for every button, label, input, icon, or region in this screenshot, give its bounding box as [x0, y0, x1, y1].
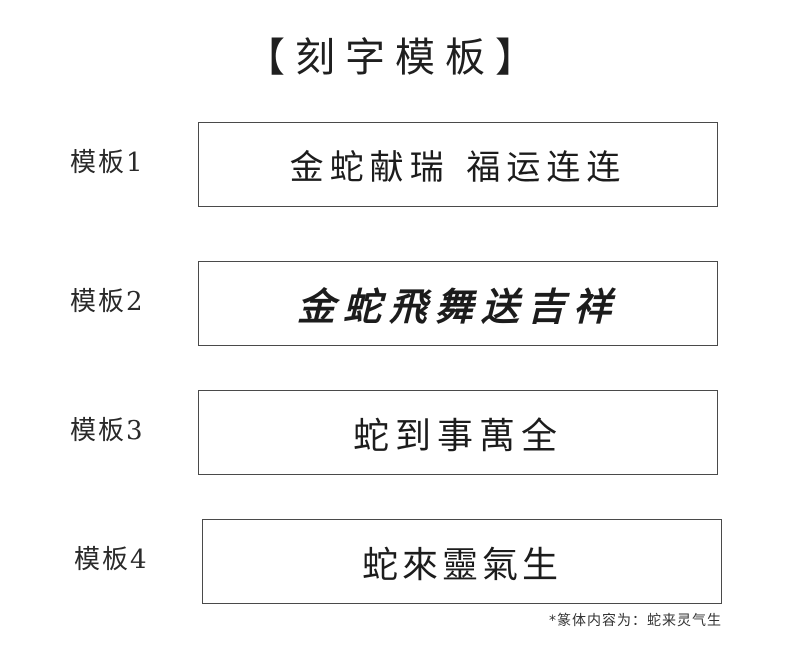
template-3-label: 模板3: [70, 416, 145, 446]
template-4-frame[interactable]: 蛇來靈氣生: [202, 519, 722, 604]
template-2-label: 模板2: [70, 287, 145, 317]
seal-script-note: *篆体内容为：蛇来灵气生: [549, 613, 722, 629]
page-title: 【刻字模板】: [245, 35, 545, 81]
template-1-text: 金蛇献瑞 福运连连: [289, 148, 627, 188]
template-3-frame[interactable]: 蛇到事萬全: [198, 390, 718, 475]
template-1-frame[interactable]: 金蛇献瑞 福运连连: [198, 122, 718, 207]
template-2-text: 金蛇飛舞送吉祥: [296, 284, 619, 329]
template-3-text: 蛇到事萬全: [352, 415, 563, 457]
template-4-text: 蛇來靈氣生: [361, 544, 562, 586]
template-1-label: 模板1: [70, 148, 145, 178]
template-2-frame[interactable]: 金蛇飛舞送吉祥: [198, 261, 718, 346]
template-4-label: 模板4: [74, 545, 149, 575]
